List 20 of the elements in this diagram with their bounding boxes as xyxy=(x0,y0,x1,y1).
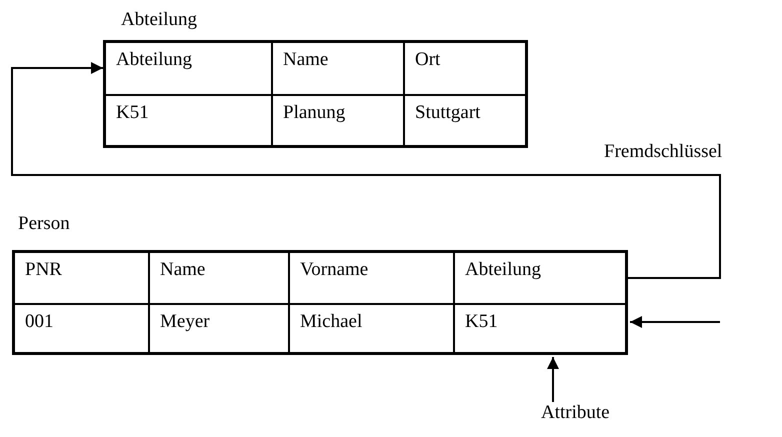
table-name: Person xyxy=(18,213,70,235)
table-name: Abteilung xyxy=(121,9,197,31)
annotation-text: Attribute xyxy=(541,402,610,424)
table-cell: Michael xyxy=(288,302,453,352)
arrow xyxy=(630,316,720,328)
table-cell: Stuttgart xyxy=(403,94,525,145)
table-cell-text: Abteilung xyxy=(115,48,193,72)
table-cell: Ort xyxy=(403,43,525,94)
table-cell: K51 xyxy=(453,302,625,352)
table-cell: Planung xyxy=(271,94,403,145)
table-cell: Meyer xyxy=(148,302,288,352)
arrow xyxy=(547,357,559,402)
table-cell: 001 xyxy=(15,302,148,352)
table-cell: Abteilung xyxy=(453,253,625,302)
table-cell-text: PNR xyxy=(24,258,63,282)
table-cell: Name xyxy=(148,253,288,302)
table-cell: Vorname xyxy=(288,253,453,302)
arrow xyxy=(11,62,721,279)
table-cell: Name xyxy=(271,43,403,94)
table-cell: K51 xyxy=(106,94,271,145)
